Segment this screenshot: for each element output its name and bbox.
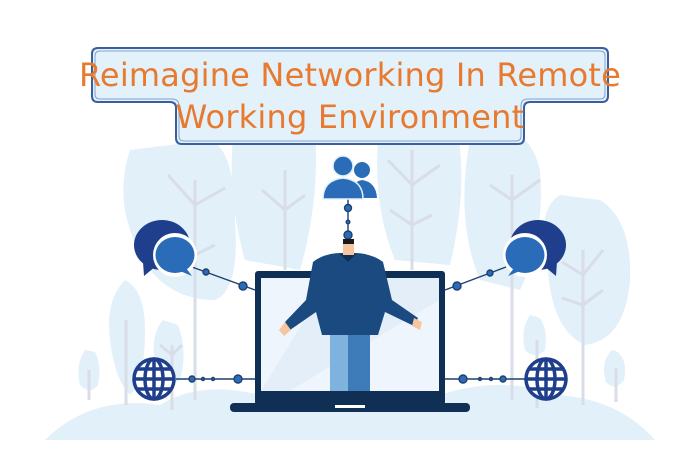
- chat-bubbles-icon-left: [134, 220, 197, 277]
- title-line-1: Reimagine Networking In Remote: [78, 56, 622, 94]
- network-connectors: [176, 197, 525, 384]
- title-line-2: Working Environment: [175, 98, 525, 136]
- globe-icon-left: [132, 357, 176, 401]
- users-group-icon: [322, 155, 377, 200]
- title-banner: [91, 47, 609, 145]
- globe-icon-right: [524, 357, 568, 401]
- chat-bubbles-icon-right: [503, 220, 566, 277]
- title-text: Reimagine Networking In Remote Working E…: [0, 0, 700, 150]
- person-figure: [279, 239, 422, 391]
